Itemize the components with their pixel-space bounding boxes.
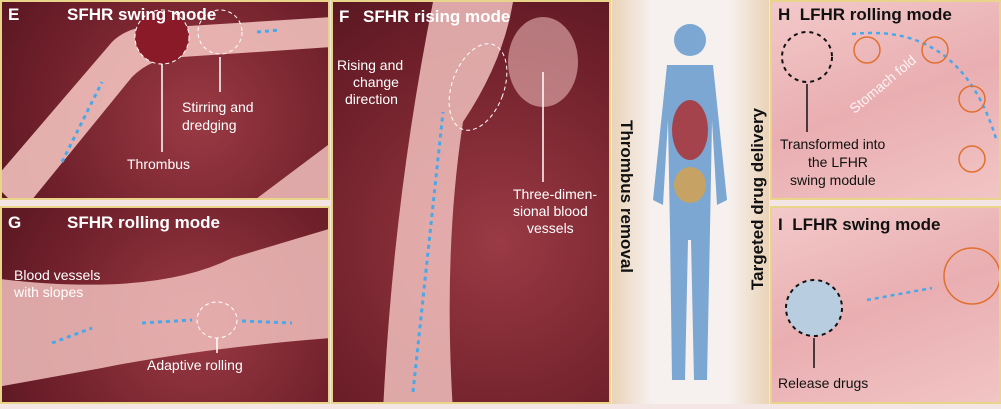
vessel-illustration [383, 2, 578, 402]
panel-letter: F [339, 7, 350, 26]
panel-letter: I [778, 215, 783, 234]
stomach-illustration [781, 31, 999, 173]
label-sional-blood: sional blood [513, 203, 588, 219]
label-release-drugs: Release drugs [778, 375, 869, 391]
panel-title: I LFHR swing mode [778, 216, 940, 234]
label-thrombus-removal: Thrombus removal [617, 120, 636, 274]
panel-g: G SFHR rolling mode Blood vessels with s… [0, 206, 330, 404]
label-dredging: dredging [182, 117, 237, 133]
label-transformed: Transformed into [780, 136, 886, 152]
label-targeted-drug-delivery: Targeted drug delivery [748, 107, 767, 290]
label-three-dimen: Three-dimen- [513, 186, 598, 202]
label-change: change [353, 74, 399, 90]
center-body-figure: Thrombus removal Targeted drug delivery [612, 0, 769, 404]
human-body-icon [653, 24, 727, 380]
label-swing-module: swing module [790, 172, 876, 188]
panel-title: SFHR rising mode [363, 7, 511, 26]
label-stirring: Stirring and [182, 99, 254, 115]
panel-letter: H [778, 5, 791, 24]
panel-title: SFHR swing mode [67, 5, 217, 24]
panel-f: F SFHR rising mode Rising and change dir… [331, 0, 611, 404]
label-with-slopes: with slopes [14, 284, 84, 300]
label-lfhr: the LFHR [808, 154, 868, 170]
vessel-illustration [2, 9, 328, 198]
panel-title-text: LFHR rolling mode [799, 5, 952, 24]
panel-title: SFHR rolling mode [67, 213, 220, 232]
panel-letter: G [8, 213, 22, 232]
panel-title-text: LFHR swing mode [792, 215, 941, 234]
label-adaptive-rolling: Adaptive rolling [147, 357, 243, 373]
label-blood-vessels: Blood vessels [14, 267, 101, 283]
panel-i: I LFHR swing mode Release drugs [770, 206, 1001, 404]
panel-e: E SFHR swing mode Stirring and dredging … [0, 0, 330, 200]
label-thrombus: Thrombus [127, 156, 191, 172]
panel-h: H LFHR rolling mode Stomach fold Transfo… [770, 0, 1001, 200]
vessel-illustration [2, 229, 328, 387]
label-vessels: vessels [527, 220, 574, 236]
panel-title: H LFHR rolling mode [778, 6, 952, 24]
panel-letter: E [8, 5, 20, 24]
label-rising: Rising and [337, 57, 404, 73]
label-direction: direction [345, 91, 398, 107]
drug-release-illustration [785, 247, 999, 368]
